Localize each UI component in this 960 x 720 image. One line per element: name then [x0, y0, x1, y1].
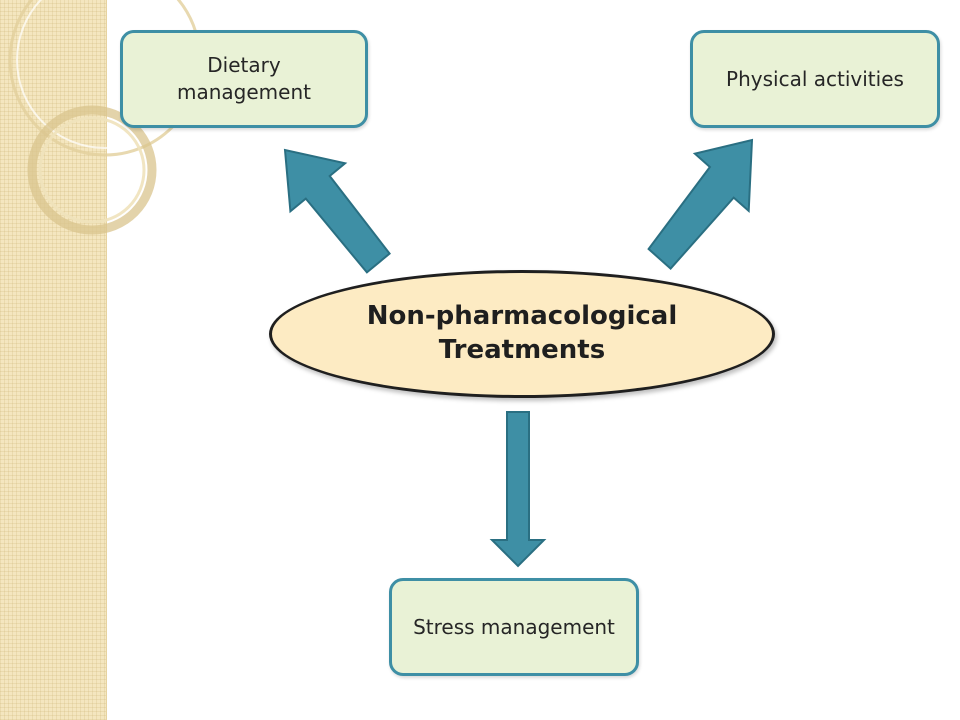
center-node-label: Non-pharmacological Treatments [366, 301, 678, 365]
arrow-to-stress [489, 411, 547, 568]
arrow-to-physical [647, 138, 754, 271]
arrow-to-dietary [283, 148, 391, 274]
node-stress-label: Stress management [413, 614, 615, 639]
node-physical-activities: Physical activities [690, 30, 940, 128]
node-stress-management: Stress management [389, 578, 639, 676]
node-dietary-management: Dietary management [120, 30, 368, 128]
center-node-oval: Non-pharmacological Treatments [269, 270, 775, 398]
node-physical-label: Physical activities [726, 66, 904, 91]
node-dietary-label: Dietary management [177, 53, 311, 104]
